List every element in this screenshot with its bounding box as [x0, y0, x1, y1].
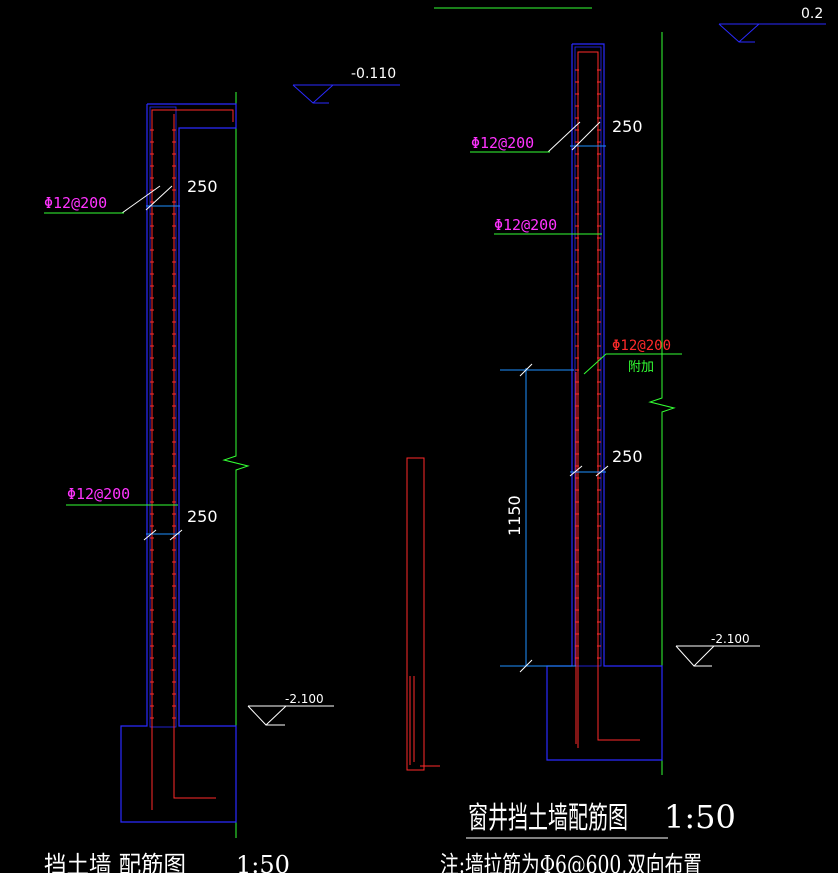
right-title: 窗井挡土墙配筋图 [468, 801, 628, 836]
left-wall-outline [120, 103, 237, 823]
right-scale: 1:50 [664, 798, 736, 836]
left-spacing-top: 250 [187, 177, 218, 196]
left-grid-line [222, 92, 250, 838]
right-grid-line [648, 32, 676, 775]
right-wall-outline [546, 43, 663, 761]
right-elevation-bottom: -2.100 [711, 632, 750, 646]
left-scale: 1:50 [236, 851, 290, 873]
right-rebar-ticks [575, 69, 601, 659]
right-spacing-top: 250 [612, 117, 643, 136]
left-elevation-bottom: -2.100 [285, 692, 324, 706]
right-rebar-label-added: Φ12@200 [612, 338, 671, 354]
left-elevation-top: -0.110 [351, 66, 396, 82]
right-elevation-top: 0.2 [801, 6, 823, 22]
right-rebar-label-top: Φ12@200 [471, 134, 534, 152]
middle-section-sketch [406, 457, 440, 771]
left-title: 挡土墙 配筋图 [44, 851, 186, 873]
left-rebar-label-top: Φ12@200 [44, 194, 107, 212]
left-wall-detail: -0.110 -2.100 Φ12@200 Φ12@200 250 250 挡土… [44, 66, 400, 873]
left-rebar-inner [173, 114, 216, 799]
right-note: 注:墙拉筋为Φ6@600,双向布置 [440, 851, 702, 873]
right-wall-detail: 0.2 -2.100 Φ12@200 Φ12@200 Φ12@200 附加 25… [434, 6, 826, 873]
right-spacing-mid: 250 [612, 447, 643, 466]
right-rebar-label-mid: Φ12@200 [494, 216, 557, 234]
right-dimension-height: 1150 [505, 495, 524, 536]
right-added-note: 附加 [628, 360, 654, 375]
left-spacing-mid: 250 [187, 507, 218, 526]
left-rebar-outer [151, 109, 234, 810]
left-rebar-ticks [150, 129, 176, 719]
left-rebar-label-mid: Φ12@200 [67, 485, 130, 503]
